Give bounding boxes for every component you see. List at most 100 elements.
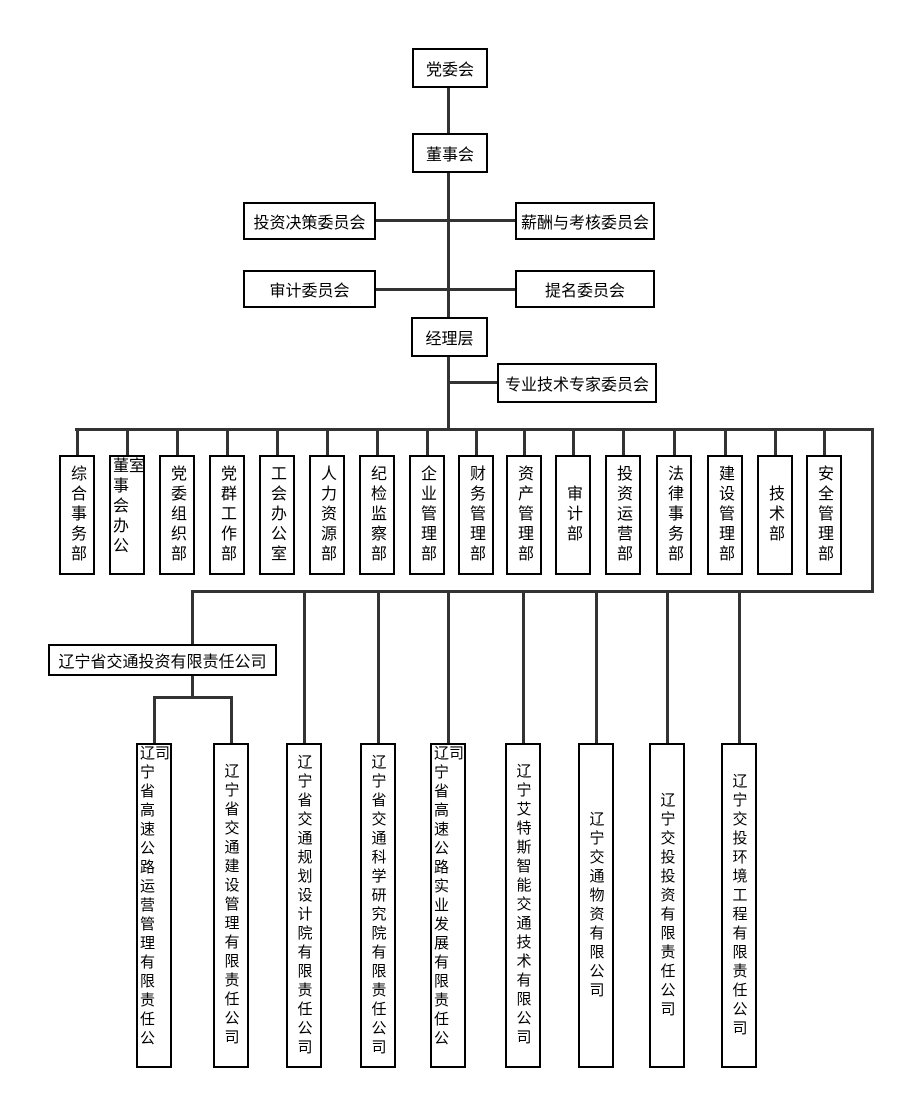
connector-line — [229, 699, 233, 743]
department-box: 安全管理部 — [806, 455, 842, 575]
department-label: 技术部 — [766, 485, 785, 545]
department-box: 党群工作部 — [209, 455, 245, 575]
connector-line — [191, 590, 874, 593]
connector-line — [723, 431, 727, 455]
department-label: 综合事务部 — [68, 465, 87, 565]
connector-line — [474, 431, 478, 455]
node-management-layer: 经理层 — [411, 317, 488, 357]
connector-line — [191, 593, 194, 644]
subsidiary-box: 辽宁交投投资有限责任公司 — [649, 743, 685, 1068]
department-label: 安全管理部 — [815, 465, 834, 565]
node-label: 投资决策委员会 — [253, 213, 366, 232]
connector-line — [665, 593, 669, 743]
subsidiary-label: 辽宁交投环境工程有限责任公司 — [730, 772, 749, 1039]
department-label: 纪检监察部 — [368, 465, 387, 565]
department-box: 党委组织部 — [159, 455, 195, 575]
connector-line — [275, 431, 279, 455]
connector-line — [75, 428, 874, 431]
connector-line — [425, 431, 429, 455]
department-label: 建设管理部 — [716, 465, 735, 565]
subsidiary-box: 辽宁省交通建设管理有限责任公司 — [213, 743, 249, 1068]
node-investment-decision-committee: 投资决策委员会 — [243, 202, 376, 240]
connector-line — [225, 431, 229, 455]
connector-line — [871, 428, 874, 593]
department-label: 工会办公室 — [268, 465, 287, 565]
subsidiary-box: 辽宁省交通规划设计院有限责任公司 — [286, 743, 322, 1068]
node-label: 党委会 — [425, 60, 474, 79]
department-label: 人力资源部 — [318, 465, 337, 565]
connector-line — [447, 355, 450, 431]
connector-line — [446, 593, 450, 743]
subsidiary-label: 辽宁省高速公路运营管理有限责任公司 — [138, 745, 171, 1049]
node-holding-company: 辽宁省交通投资有限责任公司 — [48, 644, 277, 676]
connector-line — [376, 288, 515, 291]
department-box: 纪检监察部 — [359, 455, 395, 575]
subsidiary-box: 辽宁省高速公路运营管理有限责任公司 — [136, 743, 172, 1068]
connector-line — [773, 431, 777, 455]
connector-line — [571, 431, 575, 455]
node-label: 审计委员会 — [269, 281, 350, 300]
node-expert-committee: 专业技术专家委员会 — [497, 363, 657, 403]
connector-line — [621, 431, 625, 455]
department-box: 技术部 — [757, 455, 793, 575]
connector-line — [737, 593, 741, 743]
department-label: 审计部 — [564, 485, 583, 545]
department-box: 综合事务部 — [59, 455, 95, 575]
department-box: 人力资源部 — [309, 455, 345, 575]
node-label: 提名委员会 — [544, 281, 625, 300]
subsidiary-box: 辽宁省高速公路实业发展有限责任公司 — [430, 743, 466, 1068]
connector-line — [822, 431, 826, 455]
node-label: 薪酬与考核委员会 — [520, 213, 649, 232]
department-box: 董事会办公室 — [109, 455, 145, 575]
subsidiary-box: 辽宁艾特斯智能交通技术有限公司 — [505, 743, 541, 1068]
connector-line — [447, 173, 450, 317]
subsidiary-label: 辽宁省交通建设管理有限责任公司 — [222, 763, 241, 1048]
subsidiary-label: 辽宁交投投资有限责任公司 — [658, 791, 677, 1020]
connector-line — [672, 431, 676, 455]
department-label: 党委组织部 — [168, 465, 187, 565]
department-box: 建设管理部 — [707, 455, 743, 575]
department-box: 企业管理部 — [409, 455, 445, 575]
connector-line — [521, 593, 525, 743]
node-audit-committee: 审计委员会 — [243, 270, 376, 308]
connector-line — [522, 431, 526, 455]
connector-line — [191, 676, 194, 697]
connector-line — [375, 431, 379, 455]
node-nomination-committee: 提名委员会 — [515, 270, 655, 308]
subsidiary-label: 辽宁省交通科学研究院有限责任公司 — [369, 753, 388, 1058]
subsidiary-box: 辽宁交通物资有限公司 — [578, 743, 614, 1068]
connector-line — [302, 593, 306, 743]
connector-line — [125, 431, 129, 455]
node-label: 董事会 — [425, 145, 474, 164]
department-label: 财务管理部 — [467, 465, 486, 565]
connector-line — [447, 88, 450, 133]
subsidiary-label: 辽宁省交通规划设计院有限责任公司 — [295, 753, 314, 1058]
connector-line — [175, 431, 179, 455]
department-box: 审计部 — [555, 455, 591, 575]
subsidiary-box: 辽宁省交通科学研究院有限责任公司 — [360, 743, 396, 1068]
connector-line — [376, 593, 380, 743]
connector-line — [325, 431, 329, 455]
department-label: 企业管理部 — [418, 465, 437, 565]
department-box: 投资运营部 — [605, 455, 641, 575]
department-label: 资产管理部 — [515, 465, 534, 565]
subsidiary-label: 辽宁省高速公路实业发展有限责任公司 — [432, 745, 465, 1049]
connector-line — [152, 696, 233, 699]
node-label: 专业技术专家委员会 — [504, 375, 649, 394]
department-label: 投资运营部 — [614, 465, 633, 565]
connector-line — [594, 593, 598, 743]
subsidiary-box: 辽宁交投环境工程有限责任公司 — [721, 743, 757, 1068]
department-box: 资产管理部 — [506, 455, 542, 575]
node-label: 辽宁省交通投资有限责任公司 — [58, 652, 267, 671]
subsidiary-label: 辽宁艾特斯智能交通技术有限公司 — [514, 763, 533, 1048]
connector-line — [447, 381, 497, 384]
department-label: 法律事务部 — [665, 465, 684, 565]
department-label: 董事会办公室 — [110, 457, 145, 557]
connector-line — [152, 699, 156, 743]
subsidiary-label: 辽宁交通物资有限公司 — [587, 810, 606, 1001]
department-box: 工会办公室 — [259, 455, 295, 575]
node-compensation-assessment-committee: 薪酬与考核委员会 — [515, 202, 655, 240]
node-label: 经理层 — [425, 329, 474, 348]
department-label: 党群工作部 — [218, 465, 237, 565]
